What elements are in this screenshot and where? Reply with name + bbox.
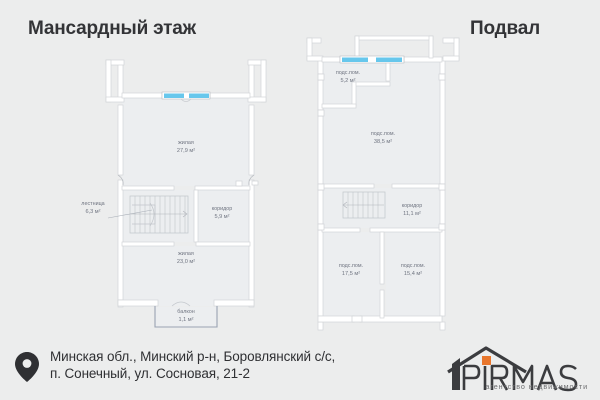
- pirmas-logo[interactable]: [430, 344, 590, 396]
- label-stairs: лестница: [81, 201, 104, 207]
- logo-tagline: агентство недвижимости: [485, 382, 588, 391]
- basement-room-labels: подс.пом. 5,2 м² подс.пом. 38,5 м² корид…: [336, 70, 425, 277]
- label-corridor: коридор: [212, 206, 233, 212]
- area-basement-main: 38,5 м²: [374, 139, 392, 145]
- mansard-stairs-callout-line: [107, 209, 153, 219]
- address-line-2: п. Сонечный, ул. Сосновая, 21-2: [50, 366, 250, 381]
- label-balcony: балкон: [177, 309, 195, 315]
- mansard-room-labels: жилая 27,9 м² лестница 6,3 м² коридор 5,…: [81, 140, 232, 323]
- area-basement-small: 5,2 м²: [340, 78, 355, 84]
- area-living-lower: 23,0 м²: [177, 259, 195, 265]
- label-basement-corridor: коридор: [402, 203, 423, 209]
- floorplan-basement: подс.пом. 5,2 м² подс.пом. 38,5 м² корид…: [306, 35, 460, 331]
- location-pin-icon: [15, 352, 39, 382]
- mansard-internal-walls: [121, 185, 251, 247]
- area-stairs: 6,3 м²: [85, 209, 100, 215]
- basement-doors: [317, 73, 446, 323]
- address-line-1: Минская обл., Минский р-н, Боровлянский …: [50, 349, 336, 364]
- plan-title-basement: Подвал: [470, 18, 540, 39]
- plan-title-mansard: Мансардный этаж: [28, 18, 196, 39]
- footer: Минская обл., Минский р-н, Боровлянский …: [0, 338, 600, 400]
- label-basement-left: подс.пом.: [339, 263, 363, 269]
- basement-walls: [306, 35, 460, 331]
- area-living-upper: 27,9 м²: [177, 148, 195, 154]
- area-basement-corridor: 11,1 м²: [403, 211, 421, 217]
- mansard-doors: [117, 174, 259, 187]
- mansard-room-fills: [122, 98, 250, 327]
- area-balcony: 1,1 м²: [178, 317, 193, 323]
- floorplan-mansard: жилая 27,9 м² лестница 6,3 м² коридор 5,…: [81, 59, 267, 328]
- basement-internal-walls: [321, 60, 443, 319]
- area-basement-right: 15,4 м²: [404, 271, 422, 277]
- basement-windows: [339, 55, 405, 64]
- area-corridor: 5,9 м²: [214, 214, 229, 220]
- label-basement-main: подс.пом.: [371, 131, 395, 137]
- mansard-staircase: [129, 195, 189, 234]
- area-basement-left: 17,5 м²: [342, 271, 360, 277]
- mansard-windows: [161, 91, 211, 102]
- label-basement-small: подс.пом.: [336, 70, 360, 76]
- label-living-upper: жилая: [178, 140, 194, 146]
- property-address: Минская обл., Минский р-н, Боровлянский …: [50, 348, 430, 382]
- mansard-balcony: [154, 301, 218, 328]
- mansard-walls: [105, 59, 267, 308]
- label-living-lower: жилая: [178, 251, 194, 257]
- label-basement-right: подс.пом.: [401, 263, 425, 269]
- basement-staircase: [342, 191, 386, 219]
